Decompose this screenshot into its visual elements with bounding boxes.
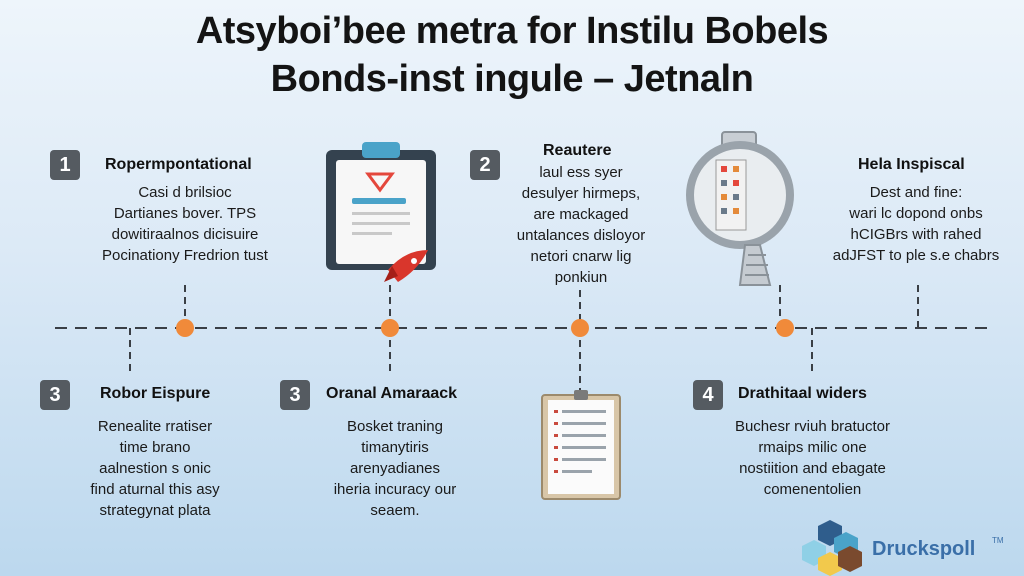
logo-text: Druckspoll (872, 538, 976, 560)
card-heading: Oranal Amaraack (326, 385, 458, 402)
step-badge-4: 4 (693, 380, 723, 410)
step-badge-3: 3 (40, 380, 70, 410)
document-icon (541, 390, 621, 500)
card-description: Dest and fine:wari lc dopond onbs hCIGBr… (832, 184, 1000, 264)
milestone-dot (381, 319, 399, 337)
building-icon (715, 159, 747, 231)
cube-logo-icon (802, 520, 862, 576)
card-heading: Ropermpontational (105, 156, 252, 173)
card-heading: Hela Inspiscal (858, 156, 965, 173)
step-badge-1: 1 (50, 150, 80, 180)
title-line-1: Atsyboi’bee metra for Instilu Bobels (195, 10, 829, 52)
title-line-2: Bonds-inst ingule – Jetnaln (270, 58, 754, 100)
milestone-dot (176, 319, 194, 337)
milestone-dot (571, 319, 589, 337)
milestone-dot (776, 319, 794, 337)
clipboard-icon (326, 142, 436, 270)
trademark: TM (992, 536, 1004, 545)
step-badge-2: 2 (470, 150, 500, 180)
step-badge-3b: 3 (280, 380, 310, 410)
card-heading: Robor Eispure (100, 385, 211, 402)
card-heading: Drathitaal widers (738, 385, 867, 402)
rocket-icon (384, 250, 428, 282)
card-heading: Reautere (543, 142, 612, 159)
